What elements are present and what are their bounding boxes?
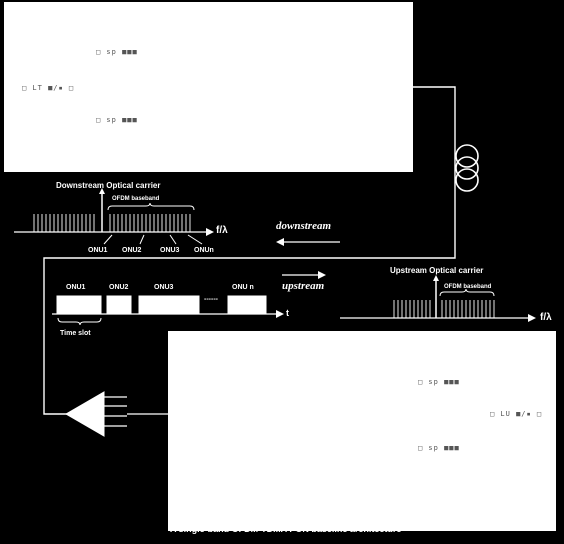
tdma-slot-onu2 [106,295,132,315]
downstream-baseband-label: OFDM baseband [112,196,160,202]
fiber-spool-icon [455,144,479,192]
downstream-onu1-label: ONU1 [88,247,108,254]
downstream-axis-label: f/λ [216,225,228,236]
olt-splitter-label-1: □ sp ■■■ [96,48,138,56]
upstream-spectrum [340,275,536,322]
olt-panel [4,2,413,172]
tdma-onu2-label: ONU2 [109,284,129,291]
downstream-spectrum [14,188,214,245]
upstream-axis-label: f/λ [540,312,552,323]
time-slot-label: Time slot [60,330,91,337]
downstream-carrier-title: Downstream Optical carrier [56,181,161,190]
onu-splitter-label-2: □ sp ■■■ [418,444,460,452]
fiber-link [43,86,456,415]
tdma-ellipsis: ------ [204,296,218,303]
onu-panel [168,331,556,531]
tdma-onu3-label: ONU3 [154,284,174,291]
upstream-carrier-title: Upstream Optical carrier [390,266,484,275]
downstream-subcarriers [33,214,191,232]
downstream-arrow [276,238,340,246]
tdma-onu1-label: ONU1 [66,284,86,291]
onu-splitter-label-1: □ sp ■■■ [418,378,460,386]
upstream-direction-label: upstream [282,280,325,292]
onu-side-label: □ LU ■/▪ □ [490,410,543,418]
tdma-onun-label: ONU n [232,284,254,291]
olt-splitter-label-2: □ sp ■■■ [96,116,138,124]
tdma-slot-onu3 [138,295,200,315]
splitter-icon [65,391,168,437]
tdma-slot-onu1 [56,295,102,315]
tdma-time-axis-label: t [286,308,289,318]
upstream-subcarriers [393,300,495,318]
tdma-slot-onun [227,295,267,315]
downstream-direction-label: downstream [276,220,332,232]
upstream-arrow [282,271,326,279]
upstream-baseband-label: OFDM baseband [444,284,492,290]
tdma-frame [52,295,284,326]
figure-caption: A single-band OFDM-TDMA PON baseline arc… [170,524,402,534]
downstream-onu2-label: ONU2 [122,247,142,254]
downstream-onun-label: ONUn [194,247,214,254]
olt-side-label: □ LT ■/▪ □ [22,84,75,92]
downstream-onu3-label: ONU3 [160,247,180,254]
